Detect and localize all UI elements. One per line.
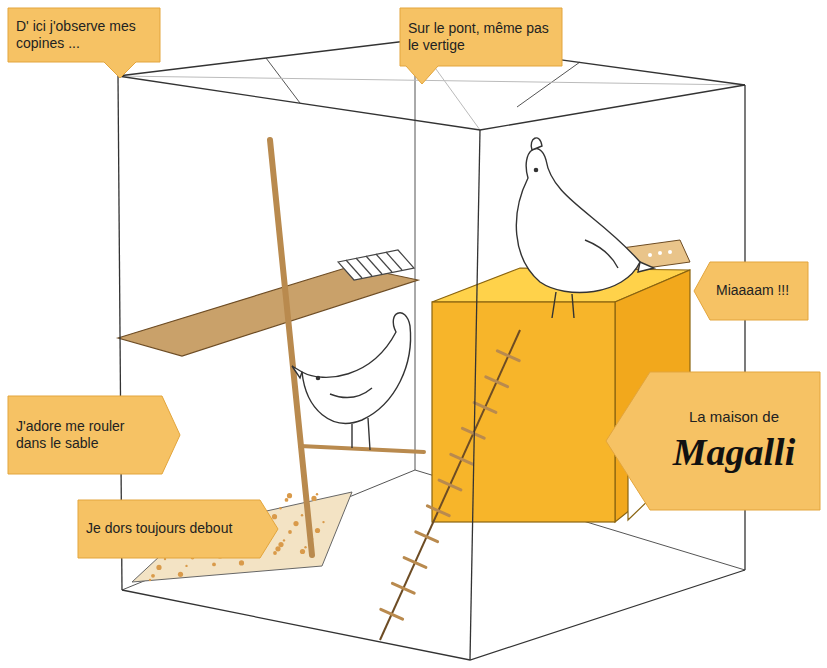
enclosure-front-lines <box>118 40 745 660</box>
sand-grain <box>293 521 298 526</box>
ladder-rung <box>427 506 449 516</box>
sand-grain <box>156 565 161 570</box>
ladder-rung <box>497 351 519 361</box>
callout-text: La maison de <box>656 408 812 427</box>
callout-text: Je dors toujours debout <box>86 520 254 538</box>
sand-grain <box>149 579 151 581</box>
callout-text: Miaaaam !!! <box>716 282 800 300</box>
sand-grain <box>178 572 183 577</box>
sand-grain <box>283 539 285 541</box>
ladder-rung <box>392 583 414 593</box>
sand-grain <box>273 551 277 555</box>
ladder-rung <box>381 609 403 619</box>
sand-grain <box>285 498 289 502</box>
sand-grain <box>239 560 244 565</box>
callout-fill <box>694 262 808 320</box>
perch-pole <box>270 140 424 555</box>
ladder-rung <box>451 454 473 464</box>
sand-grain <box>316 493 318 495</box>
callout-fill <box>606 372 820 510</box>
sand-grain <box>278 542 283 547</box>
callout-name: Magalli <box>656 432 812 474</box>
sand-grain <box>275 546 280 551</box>
sand-grain <box>322 521 324 523</box>
ladder-rung <box>404 558 426 568</box>
callout-box: Je dors toujours debout <box>78 500 278 558</box>
sand-grain <box>151 574 155 578</box>
bridge-ladder <box>338 250 414 280</box>
sand-grain <box>185 565 187 567</box>
callout-box: Miaaaam !!! <box>694 262 808 320</box>
callout-fill <box>8 8 160 78</box>
callout-box: Sur le pont, même pas le vertige <box>400 8 562 84</box>
callout-fill <box>8 396 180 474</box>
callout-text: Sur le pont, même pas le vertige <box>408 20 554 55</box>
callout-box: J'adore me rouler dans le sable <box>8 396 180 474</box>
sand-grain <box>300 549 305 554</box>
sand-grain <box>272 514 277 519</box>
sand-grain <box>287 493 292 498</box>
callout-fill <box>400 8 562 84</box>
ladder-rung <box>416 532 438 542</box>
sand-grain <box>279 507 281 509</box>
ladder-rung <box>486 377 508 387</box>
ladder-rung <box>439 480 461 490</box>
sand-grain <box>212 563 216 567</box>
sand-grain <box>311 496 316 501</box>
ladder-rung <box>474 403 496 413</box>
callout-box: D' ici j'observe mes copines ... <box>8 8 160 78</box>
callout-text: D' ici j'observe mes copines ... <box>16 18 152 53</box>
sand-grain <box>315 528 320 533</box>
chicken-on-perch <box>292 313 411 450</box>
callout-fill <box>78 500 278 558</box>
sand-grain <box>288 530 292 534</box>
callout-text: J'adore me rouler dans le sable <box>16 418 156 453</box>
sand-grain <box>301 514 303 516</box>
shelf-plank <box>118 266 418 356</box>
callout-box: La maison de Magalli <box>606 372 820 510</box>
sand-grain <box>304 546 306 548</box>
ladder-rung <box>462 428 484 438</box>
chicken-on-house <box>516 138 654 318</box>
